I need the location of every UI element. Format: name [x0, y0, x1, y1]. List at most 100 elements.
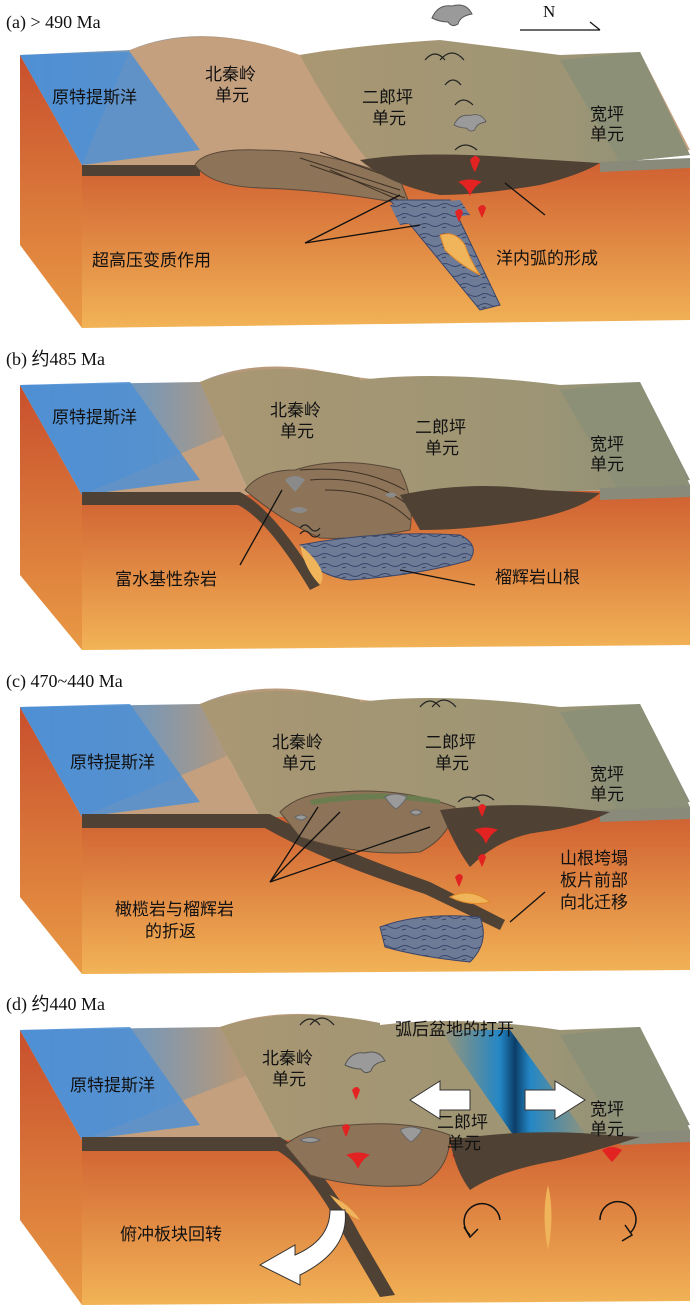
label-process-1b: 的折返	[145, 922, 196, 942]
erlangping-arc-crust	[400, 486, 600, 530]
kuanping-crust	[600, 485, 690, 500]
block-side	[20, 707, 82, 974]
extension-arrow-icon	[409, 1080, 586, 1120]
label-kp-2: 单元	[590, 1120, 624, 1140]
panel-b: (b) 约485 Ma 原特提斯洋 北秦岭 单元 二郎坪 单元 宽坪 单元 富水…	[6, 349, 690, 650]
label-kp-2: 单元	[590, 125, 624, 145]
subducting-slab	[388, 199, 501, 311]
volcano-icon	[298, 1126, 423, 1143]
label-process-2a: 山根垮塌	[560, 849, 628, 869]
back-arc-rift	[440, 1030, 590, 1145]
mantle	[82, 812, 690, 974]
north-label: N	[543, 2, 555, 21]
label-process-1: 超高压变质作用	[92, 251, 211, 271]
label-ocean: 原特提斯洋	[70, 1076, 155, 1096]
subducting-slab	[82, 814, 505, 930]
surface-kuanping	[560, 1027, 690, 1137]
label-kp-1: 宽坪	[590, 765, 624, 785]
partial-melt	[439, 233, 482, 277]
panel-title: (d) 约440 Ma	[6, 994, 105, 1015]
kuanping-crust	[600, 158, 690, 172]
subducting-crust	[82, 492, 320, 590]
label-nq-1: 北秦岭	[272, 733, 323, 753]
proto-tethys-ocean	[20, 382, 200, 495]
label-elp-1: 二郎坪	[425, 733, 476, 753]
label-nq-1: 北秦岭	[205, 65, 256, 85]
label-kp-2: 单元	[590, 785, 624, 805]
mantle	[82, 1135, 690, 1305]
block-side	[20, 55, 82, 328]
erlangping-arc-crust	[360, 154, 600, 195]
block-side	[20, 385, 82, 650]
label-process-1: 富水基性杂岩	[115, 570, 217, 590]
label-process-2: 洋内弧的形成	[496, 249, 598, 269]
panel-a: N (a) > 490 Ma 原特提斯洋 北秦岭 单元 二郎坪 单元 宽坪 单元…	[6, 2, 690, 328]
proto-tethys-ocean	[20, 52, 200, 165]
volcano-icon	[294, 793, 423, 821]
label-kp-1: 宽坪	[590, 1100, 624, 1120]
label-process-2: 榴辉岩山根	[495, 568, 580, 588]
erlangping-arc-crust	[440, 805, 610, 867]
label-kp-2: 单元	[590, 455, 624, 475]
peridotite	[310, 793, 440, 805]
label-nq-1: 北秦岭	[262, 1049, 313, 1069]
label-nq-2: 单元	[280, 422, 314, 442]
eclogite	[390, 200, 470, 225]
delaminated-eclogite	[379, 915, 484, 963]
label-process-2c: 向北迁移	[560, 893, 628, 913]
label-elp-1: 二郎坪	[415, 418, 466, 438]
label-ocean: 原特提斯洋	[52, 408, 137, 428]
proto-tethys-ocean	[20, 1027, 200, 1140]
panel-title: (c) 470~440 Ma	[6, 671, 123, 692]
ash-cloud-icon	[299, 1017, 335, 1026]
volcano-icon	[431, 4, 473, 27]
surface-kuanping	[560, 52, 690, 162]
label-kp-1: 宽坪	[590, 435, 624, 455]
label-process-1: 俯冲板块回转	[120, 1225, 222, 1245]
fluid-icon	[299, 524, 321, 538]
proto-tethys-ocean	[20, 704, 200, 817]
label-elp-2: 单元	[425, 439, 459, 459]
magma-droplets	[455, 804, 498, 887]
leader-lines	[239, 489, 476, 586]
label-elp-2: 单元	[372, 109, 406, 129]
label-process-2b: 板片前部	[560, 871, 628, 891]
kuanping-crust	[620, 1130, 690, 1145]
ash-cloud-icon	[424, 52, 478, 151]
block-side	[20, 1030, 82, 1305]
leader-lines	[304, 182, 546, 244]
mantle	[82, 160, 690, 328]
panel-title: (a) > 490 Ma	[6, 12, 101, 33]
label-nq-2: 单元	[215, 86, 249, 106]
volcano-icon	[285, 476, 397, 513]
label-ocean: 原特提斯洋	[52, 88, 137, 108]
label-process-2: 弧后盆地的打开	[395, 1020, 514, 1040]
leader-lines	[269, 806, 546, 923]
panel-c: (c) 470~440 Ma 原特提斯洋 北秦岭 单元 二郎坪 单元 宽坪 单元…	[6, 671, 690, 974]
slab-rollback-arrow-icon	[258, 1209, 346, 1286]
label-nq-2: 单元	[272, 1070, 306, 1090]
label-ocean: 原特提斯洋	[70, 753, 155, 773]
label-nq-2: 单元	[282, 754, 316, 774]
label-process-1a: 橄榄岩与榴辉岩	[115, 900, 234, 920]
label-kp-1: 宽坪	[590, 105, 624, 125]
kuanping-crust	[600, 807, 690, 822]
label-elp-1: 二郎坪	[437, 1113, 488, 1133]
ash-cloud-icon	[419, 699, 495, 803]
magma-droplets	[455, 156, 486, 222]
panel-d: (d) 约440 Ma 原特提斯洋 北秦岭 单元 二郎坪 单元 宽坪 单元 俯冲…	[6, 994, 690, 1305]
label-nq-1: 北秦岭	[270, 401, 321, 421]
partial-melt	[300, 545, 323, 585]
back-arc-basin-crust	[450, 1132, 640, 1190]
convection-arrow-icon	[463, 1200, 637, 1242]
partial-melt	[448, 892, 492, 905]
label-elp-1: 二郎坪	[362, 88, 413, 108]
north-arrow-icon: N	[520, 2, 601, 31]
label-elp-2: 单元	[435, 754, 469, 774]
surface-kuanping	[560, 704, 690, 814]
panel-title: (b) 约485 Ma	[6, 349, 105, 370]
partial-melt	[330, 1195, 360, 1220]
mantle-upwelling	[544, 1185, 552, 1250]
eclogite-root	[299, 533, 474, 581]
